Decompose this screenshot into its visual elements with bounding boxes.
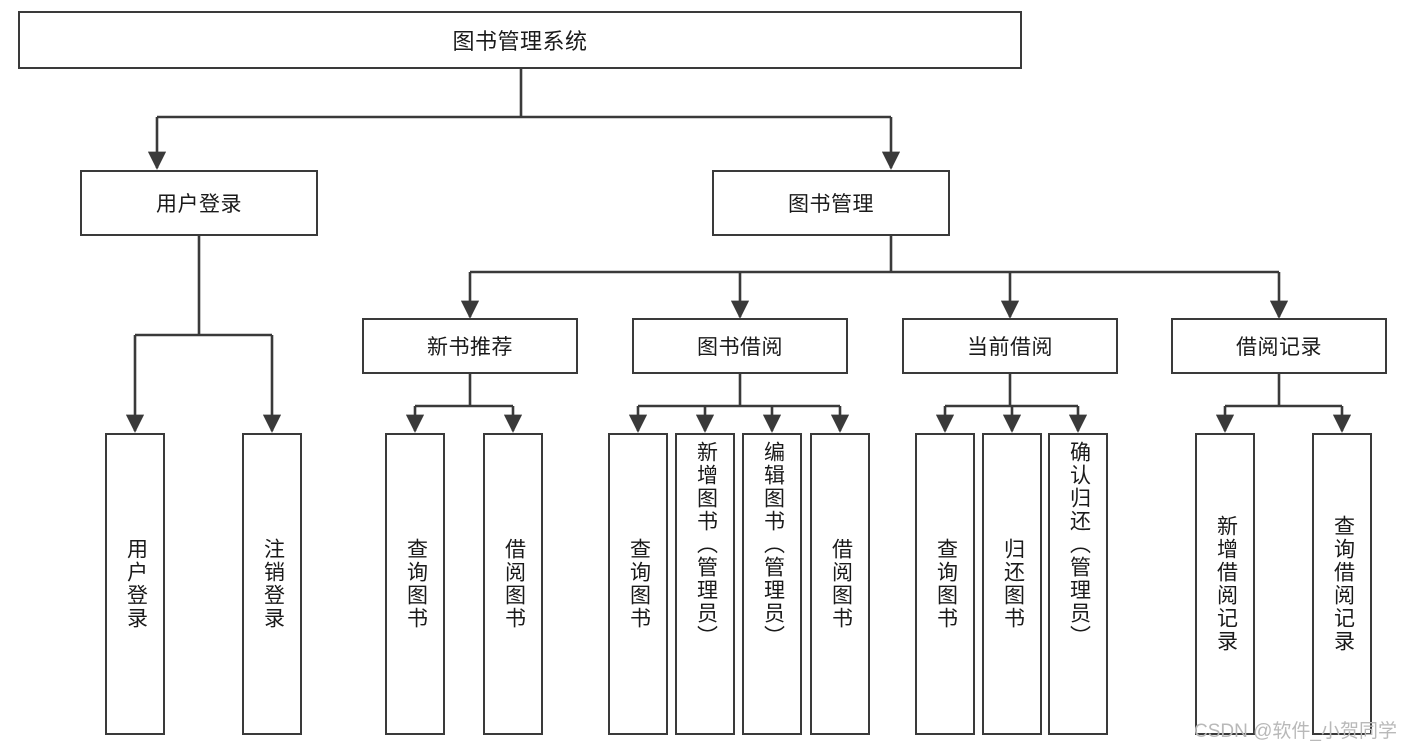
node-label: 新书推荐 <box>427 336 513 359</box>
node-label: 查询图书 <box>934 538 958 630</box>
leaf-new-book-query-book[interactable]: 查询图书 <box>385 433 445 735</box>
node-label: 查询借阅记录 <box>1331 515 1355 653</box>
leaf-book-borrow-borrow-book[interactable]: 借阅图书 <box>810 433 870 735</box>
node-label: 查询图书 <box>404 538 428 630</box>
node-label: 确认归还（管理员） <box>1067 441 1091 648</box>
node-user-login[interactable]: 用户登录 <box>80 170 318 236</box>
node-label: 用户登录 <box>124 538 148 630</box>
leaf-current-borrow-query-book[interactable]: 查询图书 <box>915 433 975 735</box>
node-label: 借阅图书 <box>829 538 853 630</box>
node-label: 编辑图书（管理员） <box>761 441 785 648</box>
node-current-borrow[interactable]: 当前借阅 <box>902 318 1118 374</box>
leaf-borrow-record-query-record[interactable]: 查询借阅记录 <box>1312 433 1372 735</box>
leaf-user-login-login[interactable]: 用户登录 <box>105 433 165 735</box>
node-label: 新增图书（管理员） <box>694 441 718 648</box>
node-label: 注销登录 <box>261 538 285 630</box>
node-label: 借阅图书 <box>502 538 526 630</box>
node-label: 查询图书 <box>627 538 651 630</box>
csdn-watermark: CSDN @软件_小贺同学 <box>1194 721 1397 742</box>
node-label: 图书管理系统 <box>452 29 588 54</box>
leaf-book-borrow-edit-book-admin[interactable]: 编辑图书（管理员） <box>742 433 802 735</box>
leaf-new-book-borrow-book[interactable]: 借阅图书 <box>483 433 543 735</box>
leaf-borrow-record-add-record[interactable]: 新增借阅记录 <box>1195 433 1255 735</box>
node-book-borrow[interactable]: 图书借阅 <box>632 318 848 374</box>
node-label: 用户登录 <box>156 193 242 216</box>
node-label: 图书管理 <box>788 193 874 216</box>
node-label: 借阅记录 <box>1236 336 1322 359</box>
leaf-book-borrow-add-book-admin[interactable]: 新增图书（管理员） <box>675 433 735 735</box>
leaf-book-borrow-query-book[interactable]: 查询图书 <box>608 433 668 735</box>
node-label: 新增借阅记录 <box>1214 515 1238 653</box>
leaf-user-login-logout[interactable]: 注销登录 <box>242 433 302 735</box>
node-book-management-system[interactable]: 图书管理系统 <box>18 11 1022 69</box>
node-label: 当前借阅 <box>967 336 1053 359</box>
node-book-management[interactable]: 图书管理 <box>712 170 950 236</box>
node-label: 归还图书 <box>1001 538 1025 630</box>
node-new-book-recommend[interactable]: 新书推荐 <box>362 318 578 374</box>
node-borrow-record[interactable]: 借阅记录 <box>1171 318 1387 374</box>
leaf-current-borrow-return-book[interactable]: 归还图书 <box>982 433 1042 735</box>
node-label: 图书借阅 <box>697 336 783 359</box>
leaf-current-borrow-confirm-return-admin[interactable]: 确认归还（管理员） <box>1048 433 1108 735</box>
